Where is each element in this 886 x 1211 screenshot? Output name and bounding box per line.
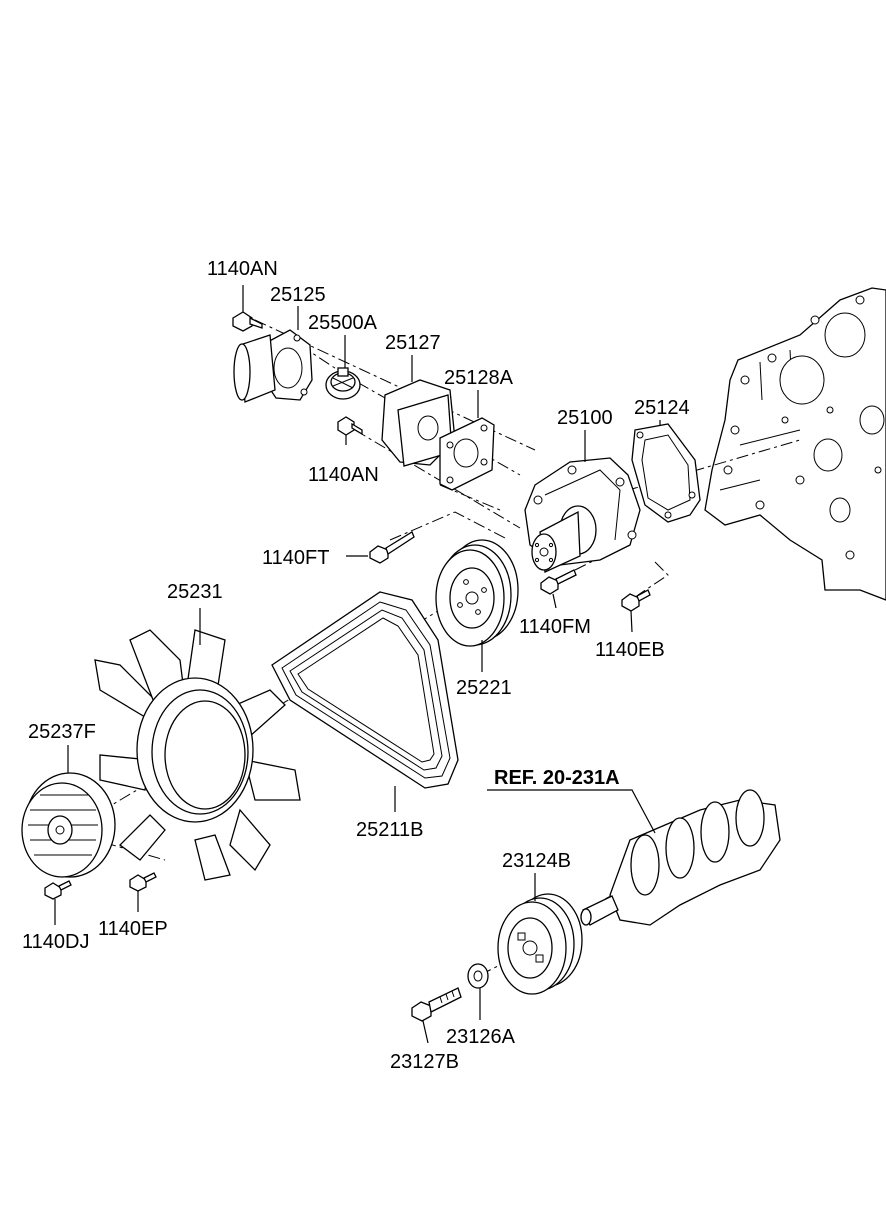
- bolt-1140ep: [129, 872, 157, 892]
- label-25124: 25124: [634, 397, 690, 419]
- label-23127b: 23127B: [390, 1051, 459, 1073]
- fan-clutch-25237f: [21, 772, 116, 878]
- bolt-1140an-mid: [337, 416, 363, 436]
- label-25128a: 25128A: [444, 367, 514, 389]
- bolt-1140ft: [369, 531, 415, 564]
- label-25211b: 25211B: [356, 819, 423, 841]
- label-25125: 25125: [270, 284, 326, 306]
- label-23126a: 23126A: [446, 1026, 516, 1048]
- crank-pulley-23124b: [497, 893, 583, 995]
- crankshaft: [580, 789, 781, 926]
- washer-23126a: [467, 963, 489, 989]
- label-1140eb: 1140EB: [595, 639, 665, 661]
- label-25100: 25100: [557, 407, 613, 429]
- label-23124b: 23124B: [502, 850, 571, 872]
- label-25221: 25221: [456, 677, 512, 699]
- gasket-25124: [631, 423, 701, 523]
- engine-block: [704, 287, 886, 601]
- leader-lines: [54, 285, 661, 1044]
- bolt-1140eb: [621, 589, 651, 612]
- v-belt-25211b: [271, 591, 459, 789]
- label-1140ft: 1140FT: [262, 547, 329, 569]
- thermostat-25500a: [325, 367, 361, 400]
- bolt-1140dj: [44, 880, 72, 900]
- label-1140ep: 1140EP: [98, 918, 168, 940]
- bolt-1140fm: [540, 569, 577, 595]
- bolt-23127b: [411, 987, 462, 1022]
- thermostat-cover-25125: [233, 329, 313, 403]
- label-1140an-mid: 1140AN: [308, 464, 379, 486]
- label-25237f: 25237F: [28, 721, 96, 743]
- water-outlet-25127: [381, 379, 456, 467]
- label-ref-20-231a: REF. 20-231A: [494, 767, 620, 789]
- gasket-25128a: [439, 417, 495, 491]
- bolt-1140an-top: [232, 311, 263, 332]
- label-25231: 25231: [167, 581, 223, 603]
- pulley-25221: [435, 539, 519, 647]
- label-1140an-top: 1140AN: [207, 258, 278, 280]
- part-labels: 1140AN 25125 25500A 25127 25128A 1140AN …: [22, 258, 690, 1073]
- fan-25231: [94, 629, 301, 881]
- label-25127: 25127: [385, 332, 441, 354]
- label-25500a: 25500A: [308, 312, 378, 334]
- label-1140dj: 1140DJ: [22, 931, 89, 953]
- water-pump-25100: [524, 457, 641, 573]
- label-1140fm: 1140FM: [519, 616, 591, 638]
